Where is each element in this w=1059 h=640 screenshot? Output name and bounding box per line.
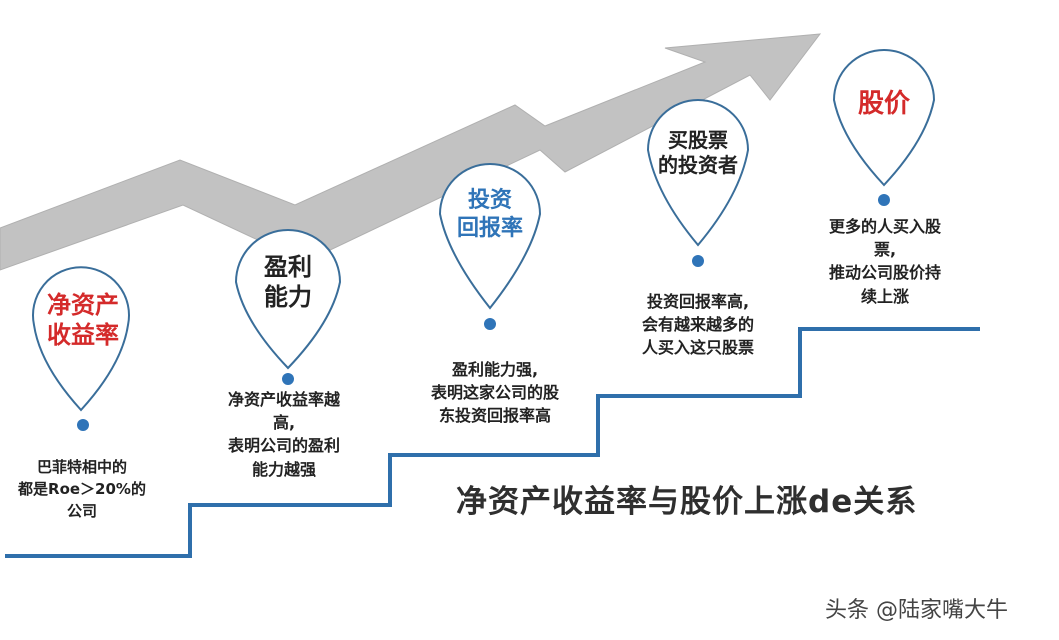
pin-investors-label: 买股票 的投资者 [658,128,738,177]
desc-investors: 投资回报率高, 会有越来越多的 人买入这只股票 [641,292,754,358]
pin-return-marker [438,163,542,330]
pin-roe-marker [32,266,130,431]
pin-price-marker [832,49,936,206]
pin-return-dot [484,318,496,330]
rising-arrow [0,33,822,271]
diagram-title: 净资产收益率与股价上涨de关系 [456,484,918,520]
pin-profit-marker [234,229,342,385]
desc-roe: 巴菲特相中的 都是Roe＞20%的 公司 [18,458,146,520]
pin-price-label: 股价 [857,89,910,119]
pin-profit-label: 盈利 能力 [264,253,312,311]
staircase-line [5,327,980,558]
pin-price-dot [878,194,890,206]
desc-return: 盈利能力强, 表明这家公司的股 东投资回报率高 [430,360,559,426]
pin-return-label: 投资 回报率 [456,188,523,241]
desc-profit: 净资产收益率越 高, 表明公司的盈利 能力越强 [227,390,340,479]
pin-investors-marker [646,99,750,267]
watermark: 头条 @陆家嘴大牛 [825,598,1008,623]
pin-roe-label: 净资产 收益率 [47,291,119,349]
pin-investors-dot [692,255,704,267]
pin-profit-dot [282,373,294,385]
pin-roe-dot [77,419,89,431]
desc-price: 更多的人买入股 票, 推动公司股价持 续上涨 [828,217,941,306]
